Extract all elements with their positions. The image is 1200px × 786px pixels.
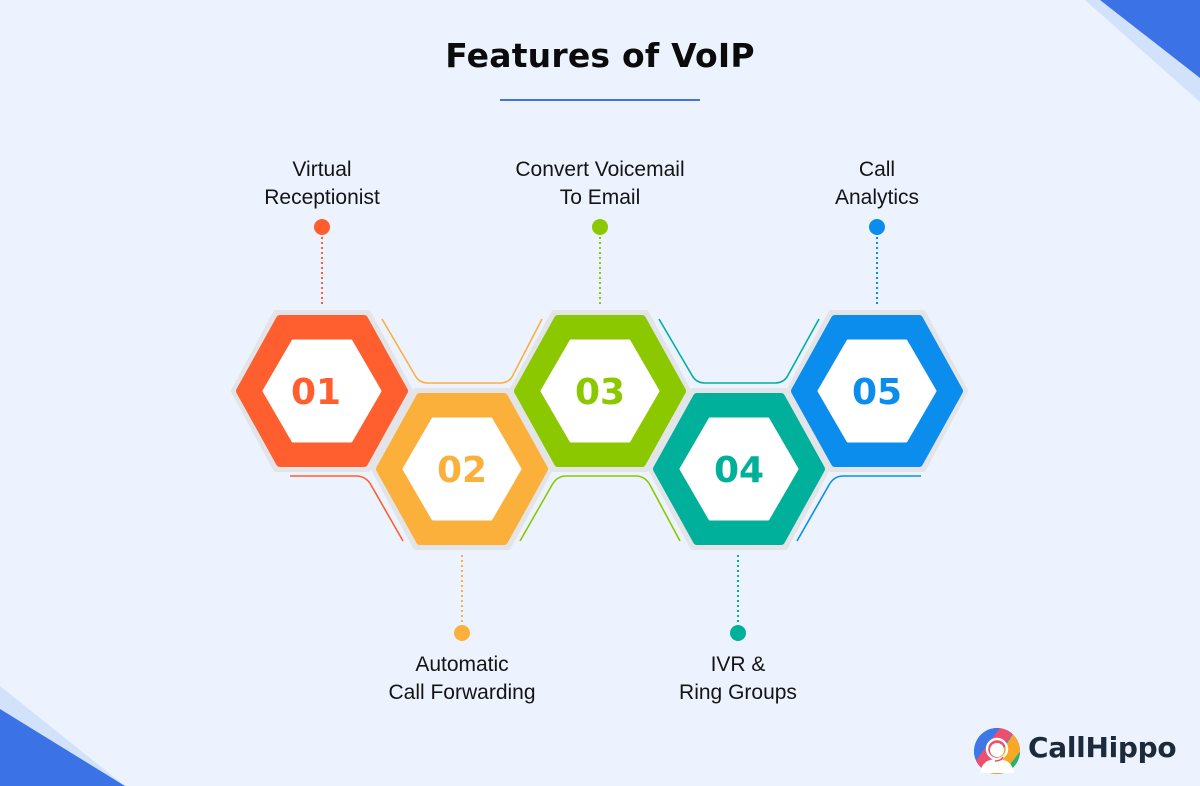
feature-label-03-line1: Convert Voicemail <box>515 158 685 181</box>
connector-line-04 <box>658 318 820 384</box>
feature-label-01: Virtual Receptionist <box>192 156 452 212</box>
hexagon-03 <box>512 313 688 469</box>
feature-label-02-line1: Automatic <box>415 653 509 676</box>
page-title: Features of VoIP <box>445 36 755 75</box>
hexagon-number-03: 03 <box>575 372 625 413</box>
title-underline <box>500 99 700 101</box>
hexagon-number-05: 05 <box>852 372 902 413</box>
feature-label-02: Automatic Call Forwarding <box>332 651 592 707</box>
feature-label-04-line2: Ring Groups <box>679 681 797 704</box>
feature-label-04: IVR & Ring Groups <box>608 651 868 707</box>
feature-label-05-line1: Call <box>858 158 896 181</box>
feature-label-04-line1: IVR & <box>710 653 766 676</box>
marker-dot-03 <box>592 219 608 235</box>
connector-line-01 <box>290 475 404 542</box>
hexagon-number-01: 01 <box>291 372 341 413</box>
brand-logo-text: CallHippo <box>1028 731 1177 764</box>
connector-line-02 <box>381 318 543 384</box>
feature-label-01-line2: Receptionist <box>264 186 380 209</box>
corner-triangle-top-right <box>1100 0 1200 78</box>
hexagon-number-04: 04 <box>714 450 764 491</box>
hexagon-number-02: 02 <box>437 450 487 491</box>
hexagon-04 <box>651 391 827 547</box>
feature-label-03: Convert Voicemail To Email <box>470 156 730 212</box>
feature-label-05-line2: Analytics <box>834 186 920 209</box>
feature-label-02-line2: Call Forwarding <box>388 681 536 704</box>
connector-line-03 <box>519 475 681 542</box>
headset-person-icon <box>974 728 1020 774</box>
hexagon-02 <box>374 391 550 547</box>
marker-dot-02 <box>454 625 470 641</box>
corner-triangle-bottom-left <box>0 709 125 786</box>
feature-label-01-line1: Virtual <box>292 158 352 181</box>
hexagon-01 <box>234 313 410 469</box>
feature-label-05: Call Analytics <box>747 156 1007 212</box>
connector-line-05 <box>796 475 921 542</box>
hexagon-05 <box>789 313 965 469</box>
feature-label-03-line2: To Email <box>559 186 641 209</box>
marker-dot-04 <box>730 625 746 641</box>
marker-dot-05 <box>869 219 885 235</box>
marker-dot-01 <box>314 219 330 235</box>
